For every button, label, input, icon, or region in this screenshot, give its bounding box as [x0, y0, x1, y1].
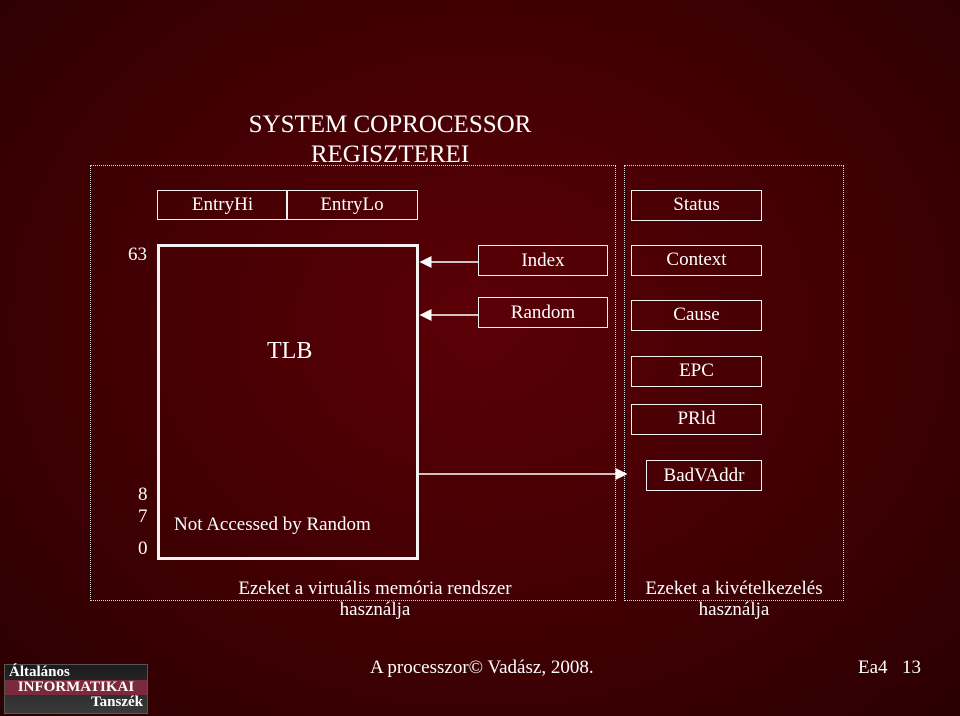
slide-title: SYSTEM COPROCESSOR REGISZTEREI [160, 110, 620, 170]
bit-label-0: 0 [138, 538, 148, 559]
department-logo: Általános INFORMATIKAI Tanszék [4, 664, 148, 714]
cause-register: Cause [631, 300, 762, 331]
bit-label-7: 7 [138, 506, 148, 527]
cause-label: Cause [673, 304, 720, 325]
random-label: Random [510, 301, 576, 323]
tlb-block [157, 244, 419, 560]
entryhi-register: EntryHi [157, 190, 288, 220]
exception-caption-line-2: használja [698, 599, 770, 620]
context-register: Context [631, 245, 762, 276]
virtual-memory-caption-line-2: használja [339, 599, 411, 620]
logo-line-3: Tanszék [91, 694, 143, 710]
index-register: Index [478, 245, 608, 276]
logo-line-2: INFORMATIKAI [5, 680, 147, 695]
footer-slide-number: 13 [902, 657, 921, 678]
virtual-memory-group [90, 165, 616, 601]
title-line-2: REGISZTEREI [310, 141, 470, 168]
exception-caption-line-1: Ezeket a kivételkezelés [645, 578, 823, 599]
not-accessed-label: Not Accessed by Random [174, 514, 371, 535]
title-line-1: SYSTEM COPROCESSOR [248, 111, 532, 138]
badvaddr-label: BadVAddr [663, 464, 745, 486]
virtual-memory-caption: Ezeket a virtuális memória rendszer hasz… [190, 578, 560, 620]
entrylo-label: EntryLo [320, 194, 384, 215]
entryhi-label: EntryHi [191, 194, 254, 215]
badvaddr-register: BadVAddr [646, 460, 762, 491]
footer-slide-label: Ea4 [858, 657, 888, 678]
epc-label: EPC [679, 360, 714, 381]
epc-register: EPC [631, 356, 762, 387]
exception-group [624, 165, 844, 601]
bit-label-8: 8 [138, 484, 148, 505]
exception-caption: Ezeket a kivételkezelés használja [624, 578, 844, 620]
random-register: Random [478, 297, 608, 328]
index-label: Index [521, 249, 565, 271]
status-register: Status [631, 190, 762, 221]
virtual-memory-caption-line-1: Ezeket a virtuális memória rendszer [238, 578, 512, 599]
tlb-label: TLB [267, 338, 313, 364]
prid-label: PRld [677, 408, 716, 429]
bit-label-63: 63 [128, 244, 147, 265]
footer-copyright: A processzor© Vadász, 2008. [370, 657, 594, 678]
status-label: Status [673, 194, 720, 215]
entrylo-register: EntryLo [286, 190, 418, 220]
logo-line-1: Általános [9, 664, 70, 680]
context-label: Context [666, 249, 727, 270]
prid-register: PRld [631, 404, 762, 435]
